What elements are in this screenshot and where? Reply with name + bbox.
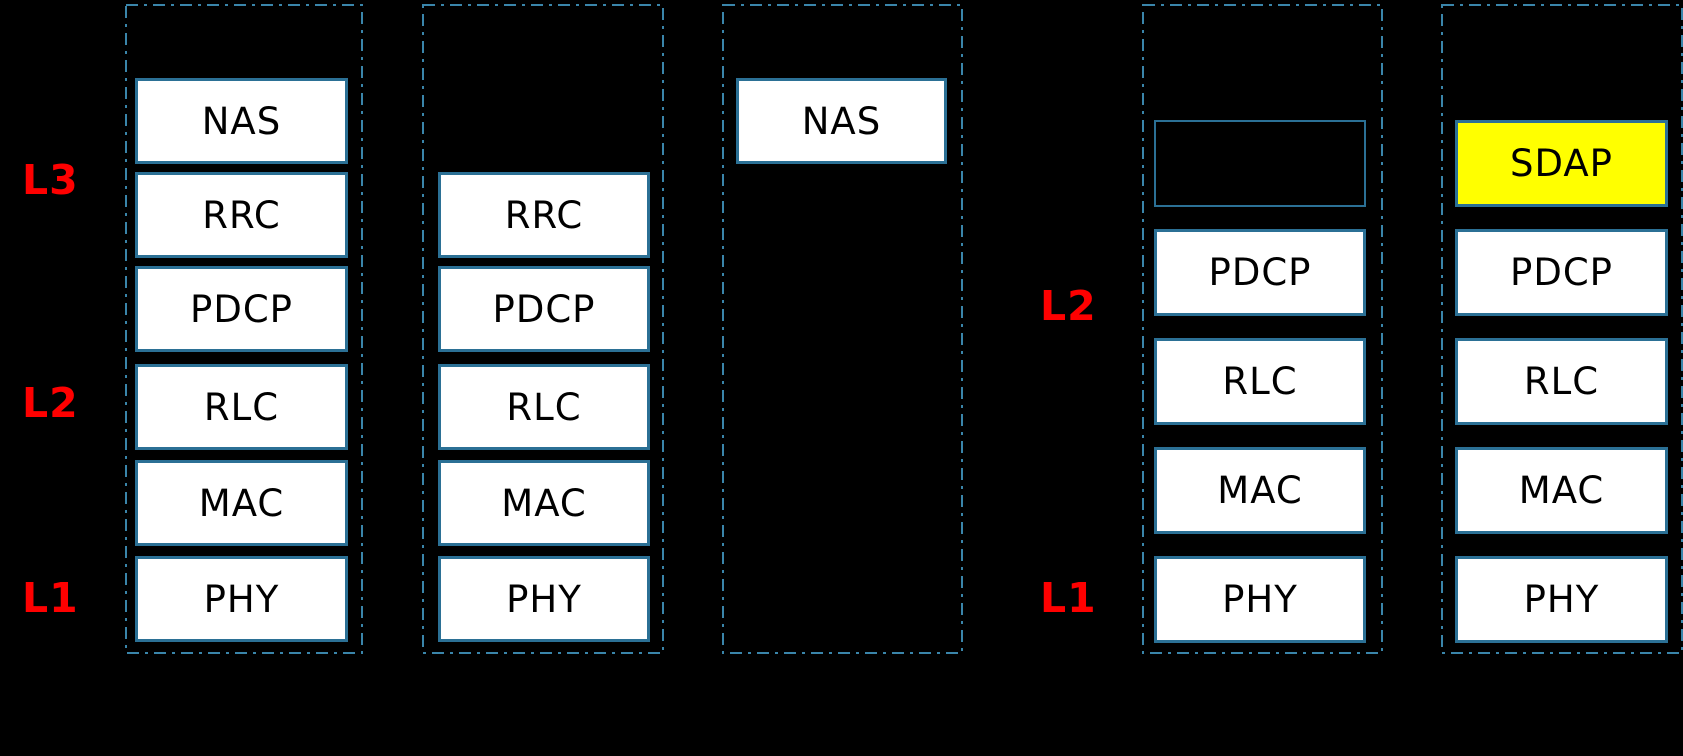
layer-box-label: RLC bbox=[1523, 360, 1600, 403]
left-layer-label-l2: L2 bbox=[22, 379, 79, 427]
mac-box: MAC bbox=[1154, 447, 1366, 534]
layer-box-label: PDCP bbox=[190, 287, 293, 331]
layer-box-label: PDCP bbox=[1510, 251, 1613, 294]
stack-column-2-frame bbox=[422, 4, 664, 654]
sdap-box: SDAP bbox=[1455, 120, 1668, 207]
layer-box-label: MAC bbox=[1217, 469, 1303, 512]
right-layer-label-l1: L1 bbox=[1040, 574, 1097, 622]
stack-column-3-frame bbox=[722, 4, 963, 654]
phy-box: PHY bbox=[438, 556, 650, 642]
unlabeled-box bbox=[1154, 120, 1366, 207]
layer-box-label: PHY bbox=[1222, 578, 1298, 621]
left-layer-label-l3: L3 bbox=[22, 156, 79, 204]
rlc-box: RLC bbox=[135, 364, 348, 450]
rrc-box: RRC bbox=[438, 172, 650, 258]
layer-box-label: MAC bbox=[501, 481, 587, 525]
layer-box-label: PDCP bbox=[492, 287, 596, 331]
layer-box-label: PHY bbox=[506, 577, 582, 621]
rrc-box: RRC bbox=[135, 172, 348, 258]
phy-box: PHY bbox=[135, 556, 348, 642]
phy-box: PHY bbox=[1154, 556, 1366, 643]
layer-box-label: RRC bbox=[202, 193, 281, 237]
pdcp-box: PDCP bbox=[438, 266, 650, 352]
layer-box-label: MAC bbox=[198, 481, 285, 525]
left-layer-label-l1: L1 bbox=[22, 574, 79, 622]
rlc-box: RLC bbox=[438, 364, 650, 450]
stack-column-1-frame bbox=[125, 4, 363, 654]
mac-box: MAC bbox=[1455, 447, 1668, 534]
right-layer-label-l2: L2 bbox=[1040, 282, 1097, 330]
layer-box-label: RLC bbox=[506, 385, 582, 429]
nas-box: NAS bbox=[736, 78, 947, 164]
layer-box-label: PHY bbox=[1523, 578, 1600, 621]
layer-box-label: NAS bbox=[801, 99, 882, 143]
layer-box-label: PHY bbox=[203, 577, 280, 621]
layer-box-label: RLC bbox=[1222, 360, 1298, 403]
pdcp-box: PDCP bbox=[1455, 229, 1668, 316]
mac-box: MAC bbox=[135, 460, 348, 546]
rlc-box: RLC bbox=[1455, 338, 1668, 425]
layer-box-label: MAC bbox=[1518, 469, 1605, 512]
rlc-box: RLC bbox=[1154, 338, 1366, 425]
layer-box-label: RLC bbox=[203, 385, 280, 429]
mac-box: MAC bbox=[438, 460, 650, 546]
layer-box-label: PDCP bbox=[1208, 251, 1312, 294]
stack-column-4-frame bbox=[1142, 4, 1383, 654]
phy-box: PHY bbox=[1455, 556, 1668, 643]
layer-box-label: SDAP bbox=[1510, 142, 1613, 185]
stack-column-5-frame bbox=[1441, 4, 1683, 654]
nas-box: NAS bbox=[135, 78, 348, 164]
pdcp-box: PDCP bbox=[1154, 229, 1366, 316]
layer-box-label: RRC bbox=[504, 193, 584, 237]
layer-box-label: NAS bbox=[201, 99, 282, 143]
pdcp-box: PDCP bbox=[135, 266, 348, 352]
